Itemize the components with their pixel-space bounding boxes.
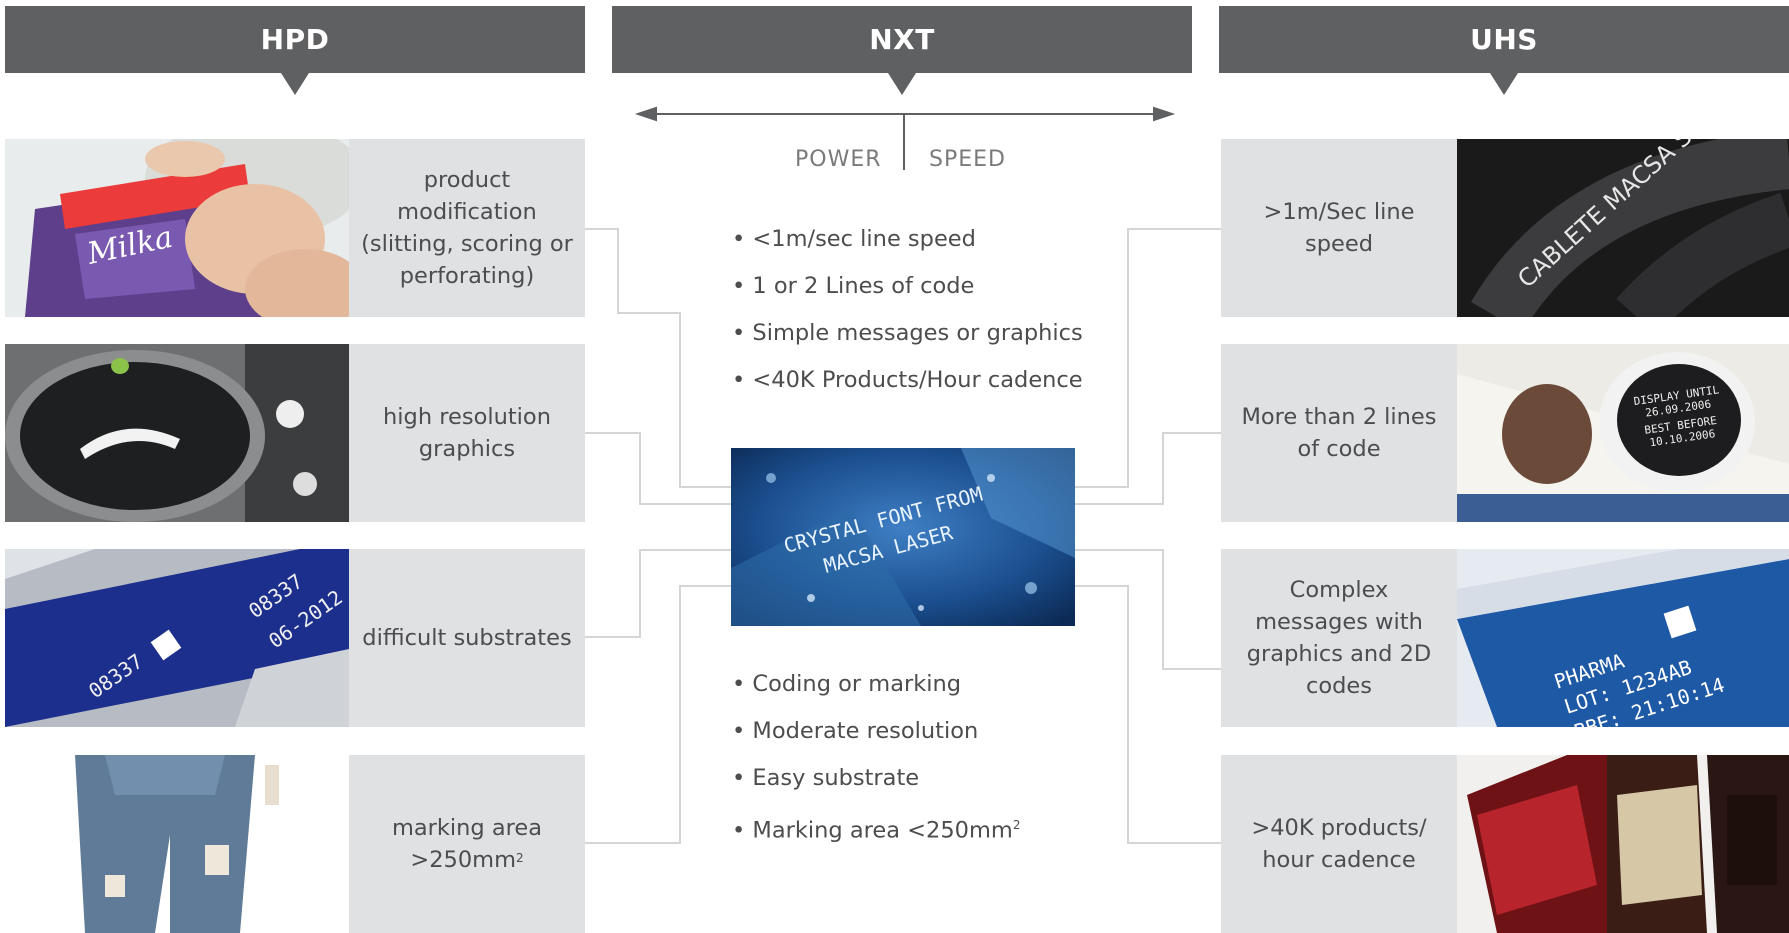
nxt-top-bullet: • <1m/sec line speed [732, 226, 976, 252]
header-hpd-label: HPD [260, 23, 330, 56]
hpd-feature-2-text: high resolution graphics [349, 344, 585, 522]
hpd-feature-4-label: marking area >250mm [391, 815, 543, 873]
uhs-feature-2-text: More than 2 lines of code [1221, 344, 1457, 522]
uhs-feature-4-text: >40K products/ hour cadence [1221, 755, 1457, 933]
connector-left-3 [585, 549, 731, 638]
header-nxt-label: NXT [869, 23, 935, 56]
nxt-top-bullet: • Simple messages or graphics [732, 320, 1083, 346]
connector-left-2 [585, 432, 731, 505]
uhs-row-1: >1m/Sec line speed CABLETE MACSA SHS [1221, 139, 1789, 317]
power-speed-axis [634, 106, 1176, 170]
hpd-feature-4-text: marking area >250mm2 [349, 755, 585, 933]
blister-pack-photo: 08337 08337 06-2012 [5, 549, 349, 727]
uhs-row-2: More than 2 lines of code DISPLAY UNTIL … [1221, 344, 1789, 522]
uhs-row-4: >40K products/ hour cadence [1221, 755, 1789, 933]
axis-arrow-right [1153, 106, 1176, 122]
crystal-font-photo: CRYSTAL FONT FROM MACSA LASER [731, 448, 1075, 626]
nxt-top-bullet: • <40K Products/Hour cadence [732, 367, 1083, 393]
hpd-row-2: high resolution graphics [5, 344, 585, 522]
connector-group [585, 228, 1221, 844]
uhs-feature-3-text: Complex messages with graphics and 2D co… [1221, 549, 1457, 727]
nxt-bottom-bullet-label: • Marking area <250mm [732, 817, 1013, 844]
connector-right-3 [1075, 549, 1221, 670]
hpd-feature-4-sup: 2 [516, 851, 524, 865]
connector-left-4 [585, 585, 731, 844]
hpd-feature-3-text: difficult substrates [349, 549, 585, 727]
uhs-feature-1-text: >1m/Sec line speed [1221, 139, 1457, 317]
header-uhs-label: UHS [1470, 23, 1538, 56]
pharma-box-photo: PHARMA LOT: 1234AB BBE: 21:10:14 [1457, 549, 1789, 727]
connector-right-4 [1075, 585, 1221, 844]
power-label: POWER [795, 147, 882, 172]
nxt-bottom-bullet: • Moderate resolution [732, 718, 979, 744]
beer-bottles-photo [1457, 755, 1789, 933]
nxt-bottom-bullets: • Coding or marking • Moderate resolutio… [732, 661, 1020, 849]
snack-bag-tear-photo: Milka [5, 139, 349, 317]
connector-right-2 [1075, 432, 1221, 505]
can-bottom-photo: DISPLAY UNTIL 26.09.2006 BEST BEFORE 10.… [1457, 344, 1789, 522]
header-hpd: HPD [5, 6, 585, 73]
hpd-row-3: 08337 08337 06-2012 difficult substrates [5, 549, 585, 727]
nxt-top-bullets: • <1m/sec line speed • 1 or 2 Lines of c… [732, 216, 1083, 404]
car-button-photo [5, 344, 349, 522]
header-nxt: NXT [612, 6, 1192, 73]
jeans-photo [5, 755, 349, 933]
connector-left-1 [585, 228, 731, 488]
nxt-bottom-bullet: • Easy substrate [732, 765, 920, 791]
nxt-bottom-bullet-sup: 2 [1012, 818, 1021, 832]
uhs-row-3: Complex messages with graphics and 2D co… [1221, 549, 1789, 727]
hpd-row-4: marking area >250mm2 [5, 755, 585, 933]
nxt-bottom-bullet: • Marking area <250mm2 [732, 802, 1020, 849]
hpd-row-1: Milka product modification (slitting, sc… [5, 139, 585, 317]
cable-photo: CABLETE MACSA SHS [1457, 139, 1789, 317]
axis-arrow-left [634, 106, 657, 122]
connector-right-1 [1075, 228, 1221, 488]
hpd-feature-1-text: product modification (slitting, scoring … [349, 139, 585, 317]
nxt-bottom-bullet: • Coding or marking [732, 671, 962, 697]
header-uhs: UHS [1219, 6, 1789, 73]
nxt-top-bullet: • 1 or 2 Lines of code [732, 273, 975, 299]
speed-label: SPEED [929, 147, 1006, 172]
